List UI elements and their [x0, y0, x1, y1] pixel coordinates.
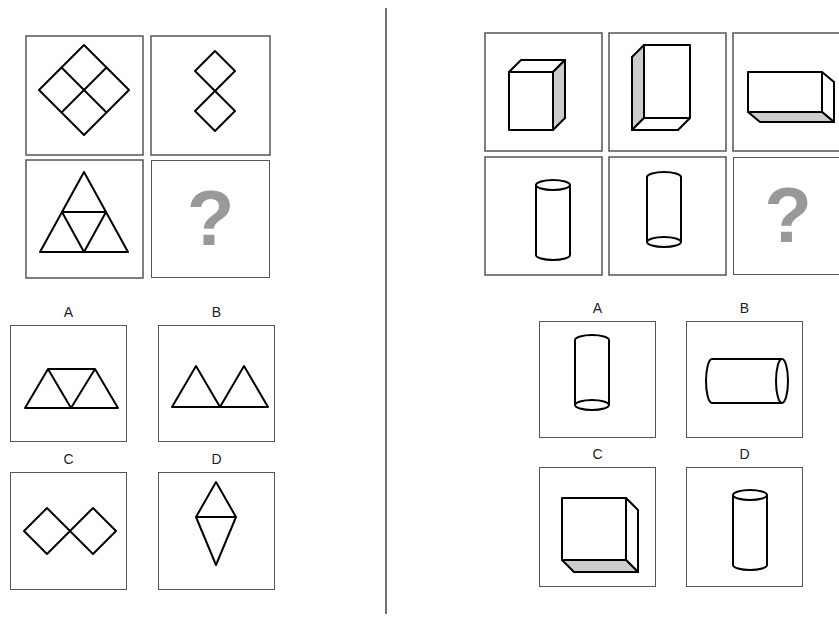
option-box: B — [158, 325, 275, 442]
grid-cells — [26, 33, 839, 278]
question-mark: ? — [734, 170, 839, 261]
option-box: C — [539, 467, 656, 587]
option-box: C — [10, 472, 127, 590]
solid-figures — [509, 45, 834, 572]
option-box: A — [539, 321, 656, 438]
flat-figures — [24, 45, 268, 565]
option-letter: A — [11, 303, 126, 321]
option-letter: D — [687, 445, 802, 463]
option-box: B — [686, 321, 803, 438]
option-letter: B — [687, 299, 802, 317]
option-box: D — [158, 472, 275, 590]
question-cell: ? — [733, 157, 839, 275]
option-letter: C — [11, 450, 126, 468]
option-letter: C — [540, 445, 655, 463]
option-letter: D — [159, 450, 274, 468]
option-letter: A — [540, 299, 655, 317]
question-mark: ? — [152, 173, 269, 264]
option-box: A — [10, 325, 127, 442]
cylinders — [536, 172, 788, 570]
option-letter: B — [159, 303, 274, 321]
divider-line — [385, 8, 387, 614]
option-box: D — [686, 467, 803, 587]
question-cell: ? — [151, 160, 270, 278]
